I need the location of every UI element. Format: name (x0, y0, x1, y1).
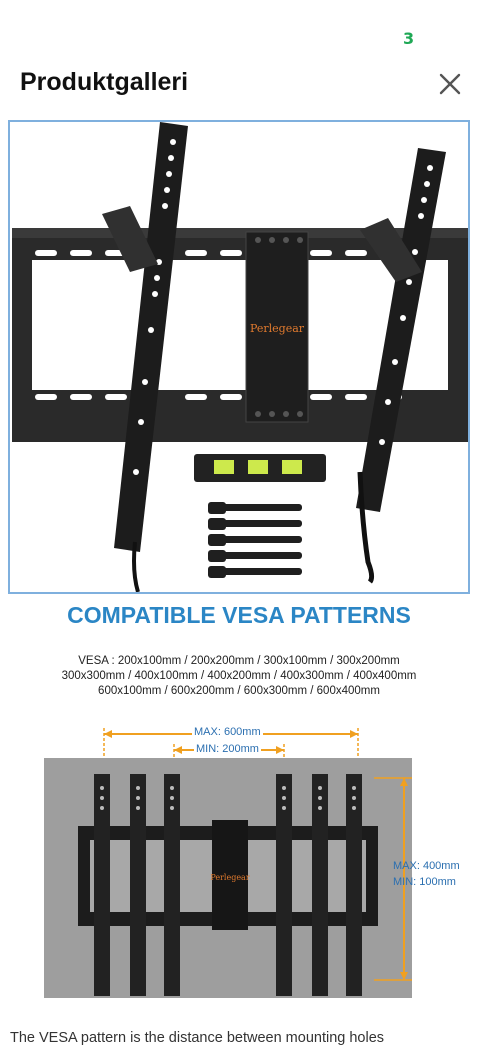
mount-diagram: Perlegear (44, 758, 412, 998)
vesa-line: 300x300mm / 400x100mm / 400x200mm / 400x… (61, 670, 417, 682)
gallery-image-tv-mount[interactable]: Perlegear (8, 120, 470, 594)
image-caption: The VESA pattern is the distance between… (10, 1030, 385, 1046)
tv-mount-illustration: Perlegear (12, 122, 468, 592)
min-height-label: MIN: 100mm (393, 876, 456, 888)
close-button[interactable] (436, 70, 464, 98)
min-width-label: MIN: 200mm (194, 743, 261, 755)
status-indicator: 3 (403, 29, 415, 48)
max-width-label: MAX: 600mm (192, 726, 263, 738)
vesa-list: VESA : 200x100mm / 200x200mm / 300x100mm… (8, 654, 470, 699)
brand-logo: Perlegear (250, 322, 305, 335)
gallery-header: Produktgalleri (0, 60, 480, 108)
cable-ties-icon (208, 502, 302, 578)
close-icon (439, 73, 461, 95)
vesa-line: 600x100mm / 600x200mm / 600x300mm / 600x… (98, 685, 380, 697)
vesa-title: COMPATIBLE VESA PATTERNS (67, 602, 411, 628)
page-title: Produktgalleri (20, 68, 189, 96)
gallery-image-vesa-patterns[interactable]: COMPATIBLE VESA PATTERNS VESA : 200x100m… (8, 602, 470, 1022)
vesa-line: VESA : 200x100mm / 200x200mm / 300x100mm… (78, 655, 400, 667)
brand-logo-small: Perlegear (210, 873, 250, 882)
max-height-label: MAX: 400mm (393, 860, 460, 872)
